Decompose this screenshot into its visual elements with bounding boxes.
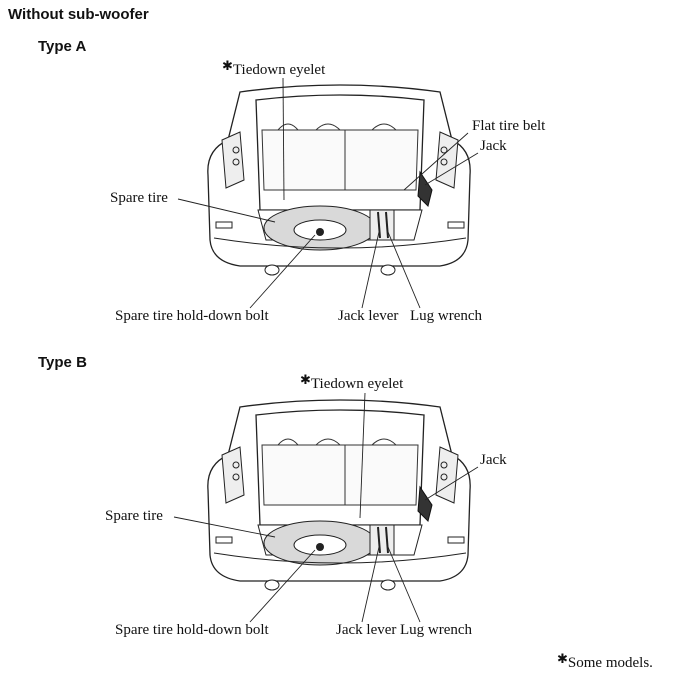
label-tiedown-eyelet-b: ✱Tiedown eyelet: [300, 372, 404, 392]
asterisk-icon: ✱: [300, 372, 311, 387]
type-b-title: Type B: [38, 354, 87, 371]
label-jack-lever-a: Jack lever: [338, 308, 399, 324]
label-spare-tire-a: Spare tire: [110, 190, 168, 206]
footnote: ✱Some models.: [557, 651, 653, 671]
vehicle-type-b: [206, 399, 472, 591]
label-hold-down-bolt-a: Spare tire hold-down bolt: [115, 308, 269, 324]
label-jack-b: Jack: [480, 452, 507, 468]
label-flat-tire-belt: Flat tire belt: [472, 118, 546, 134]
label-lug-wrench-a: Lug wrench: [410, 308, 483, 324]
leader-lines: [173, 77, 479, 623]
asterisk-icon: ✱: [222, 58, 233, 73]
asterisk-icon: ✱: [557, 651, 568, 666]
label-lug-wrench-b: Lug wrench: [400, 622, 473, 638]
label-spare-tire-b: Spare tire: [105, 508, 163, 524]
label-hold-down-bolt-b: Spare tire hold-down bolt: [115, 622, 269, 638]
section-heading: Without sub-woofer: [8, 6, 149, 23]
label-tiedown-eyelet-a: ✱Tiedown eyelet: [222, 58, 326, 78]
type-a-title: Type A: [38, 38, 87, 55]
vehicle-type-a: [206, 84, 472, 276]
label-jack-a: Jack: [480, 138, 507, 154]
label-jack-lever-b: Jack lever: [336, 622, 397, 638]
